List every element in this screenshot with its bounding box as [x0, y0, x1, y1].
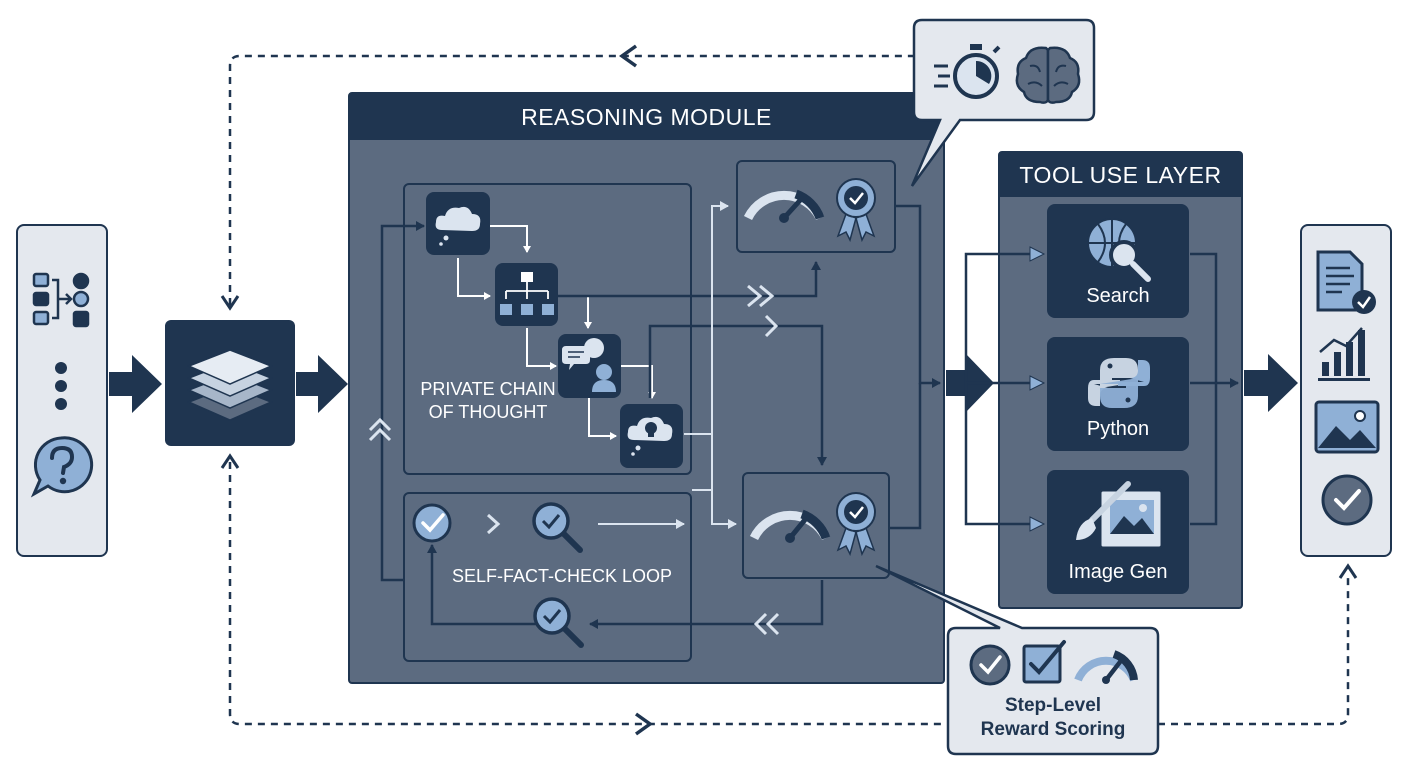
python-logo-icon	[1088, 358, 1150, 408]
check-circle-icon	[1321, 474, 1373, 526]
tool-routing-lines	[964, 252, 1239, 526]
discussion-node	[558, 334, 621, 398]
gauge-return-line	[589, 580, 824, 629]
reward-scoring-label-line1: Step-Level	[1004, 695, 1102, 716]
brain-icon	[1015, 46, 1081, 104]
thought-cloud-node	[426, 192, 490, 255]
cot-feed-double-chevron	[368, 417, 392, 442]
fact-check-chevron	[486, 513, 501, 535]
return-double-chevron	[753, 612, 780, 636]
award-badge-top	[836, 178, 876, 243]
self-fact-check-loop-box	[403, 492, 692, 662]
paintbrush-picture-icon	[1076, 481, 1164, 550]
dashed-top-into-encoder	[220, 295, 240, 311]
reward-gauge-bottom	[749, 509, 831, 543]
document-check-icon	[1316, 250, 1376, 314]
reasoning-module-title: REASONING MODULE	[350, 94, 943, 140]
private-chain-of-thought-box	[403, 183, 692, 475]
tool-python-label: Python	[1086, 418, 1150, 440]
cot-to-gauge-lines	[558, 261, 827, 466]
stopwatch-icon	[934, 44, 1001, 99]
fact-check-check-circle	[412, 503, 452, 543]
cot-feed-line	[380, 221, 425, 582]
callout-checkbox-icon	[1022, 640, 1066, 684]
dashed-top-arrowhead	[618, 44, 638, 68]
tool-use-layer-title: TOOL USE LAYER	[1000, 153, 1241, 197]
bar-chart-icon	[1318, 327, 1370, 381]
dashed-feedback-top	[228, 54, 916, 305]
reward-gauge-box-bottom	[742, 472, 890, 579]
fact-check-return-line	[427, 544, 536, 626]
reward-gauge-top	[743, 189, 825, 223]
gauge-to-output-lines	[890, 204, 941, 530]
fact-check-magnifier-bottom	[533, 597, 584, 648]
ellipsis-icon	[55, 362, 67, 410]
globe-magnifier-icon	[1087, 218, 1151, 282]
dashed-bottom-arrowhead	[634, 712, 654, 736]
callout-check-circle-icon	[969, 644, 1011, 686]
double-chevron-mid	[747, 284, 775, 308]
tool-search-label: Search	[1086, 285, 1150, 307]
image-icon	[1314, 400, 1380, 454]
flowchart-icon	[32, 272, 90, 328]
reward-scoring-callout	[875, 564, 1160, 756]
fact-check-magnifier-top	[532, 502, 583, 553]
dashed-feedback-bottom	[228, 462, 1350, 726]
private-chain-of-thought-label: PRIVATE CHAIN OF THOUGHT	[420, 379, 556, 422]
tool-image-gen-label: Image Gen	[1068, 561, 1168, 583]
bulb-to-gauge-lines	[684, 201, 737, 529]
flow-arrow-input-to-encoder	[109, 355, 162, 413]
hierarchy-node	[495, 263, 558, 326]
lightbulb-thought-node	[620, 404, 683, 468]
award-badge-bottom	[836, 492, 876, 557]
flow-arrow-encoder-to-module	[296, 355, 348, 413]
layers-icon	[187, 349, 273, 421]
tool-route-arrowheads	[1029, 246, 1046, 532]
question-bubble-icon	[30, 436, 94, 498]
flow-arrow-tools-to-output	[1244, 354, 1298, 412]
reward-gauge-box-top	[736, 160, 896, 253]
timer-brain-callout	[910, 18, 1096, 187]
dashed-into-output	[1338, 563, 1358, 579]
callout-gauge-icon	[1074, 650, 1138, 684]
reward-scoring-label-line2: Reward Scoring	[980, 719, 1126, 740]
chevron-mid2	[764, 314, 779, 338]
self-fact-check-loop-label: SELF-FACT-CHECK LOOP	[452, 566, 673, 586]
dashed-into-encoder-bottom	[220, 453, 240, 469]
